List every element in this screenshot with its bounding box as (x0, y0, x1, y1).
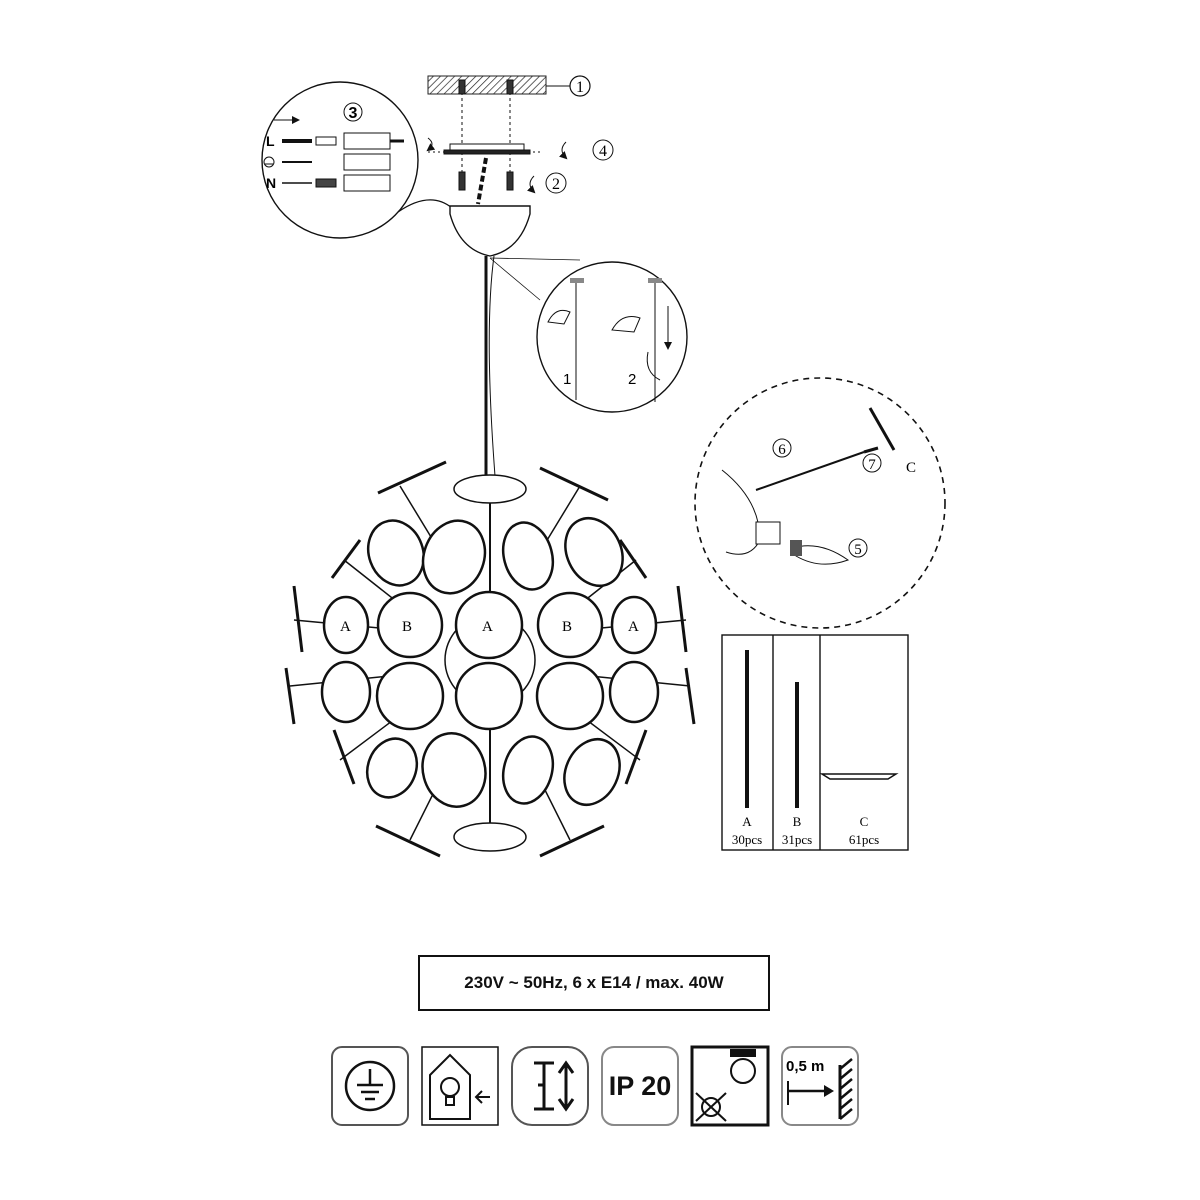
svg-text:2: 2 (628, 371, 636, 388)
svg-text:2: 2 (552, 176, 560, 193)
svg-text:7: 7 (868, 457, 876, 473)
ip-rating-icon: IP 20 (601, 1046, 679, 1126)
symbol-row: IP 20 0,5 m (330, 1045, 870, 1130)
svg-text:1: 1 (563, 371, 571, 388)
sphere-label: A (482, 619, 493, 635)
mounting-bracket (428, 79, 540, 205)
part-qty: 61pcs (849, 832, 879, 847)
svg-text:C: C (906, 460, 916, 476)
protective-earth-icon (331, 1046, 409, 1126)
svg-text:5: 5 (854, 542, 862, 558)
ceiling-canopy (449, 205, 531, 257)
part-letter: A (742, 814, 752, 829)
chandelier-sphere (284, 460, 696, 858)
part-letter: B (793, 814, 802, 829)
svg-text:4: 4 (599, 143, 607, 160)
step-markers: 4 2 (426, 137, 614, 194)
part-qty: 31pcs (782, 832, 812, 847)
svg-text:3: 3 (349, 105, 358, 122)
assembly-detail: 6 7 C 5 (694, 377, 946, 629)
indoor-use-icon (421, 1046, 499, 1126)
sphere-label: B (562, 619, 572, 635)
svg-text:1: 1 (576, 79, 584, 96)
not-for-dimmer-icon (690, 1045, 770, 1127)
min-distance-icon: 0,5 m (781, 1046, 859, 1126)
sphere-label: B (402, 619, 412, 635)
sphere-label: A (628, 619, 639, 635)
parts-table: A 30pcs B 31pcs C 61pcs (721, 634, 909, 851)
part-letter: C (860, 814, 869, 829)
electrical-spec: 230V ~ 50Hz, 6 x E14 / max. 40W (418, 955, 770, 1011)
svg-text:L: L (266, 133, 275, 149)
sphere-label: A (340, 619, 351, 635)
wiring-detail: 3 L N (261, 81, 453, 239)
sphere-disc-labels: A B A B A (340, 619, 639, 635)
svg-text:6: 6 (778, 442, 786, 458)
height-adjustable-icon (511, 1046, 589, 1126)
height-adjust-detail: 1 2 (489, 257, 688, 413)
ceiling: 1 (427, 75, 591, 97)
part-qty: 30pcs (732, 832, 762, 847)
svg-text:N: N (266, 175, 276, 191)
ip-rating-label: IP 20 (609, 1071, 672, 1101)
min-distance-label: 0,5 m (786, 1058, 824, 1075)
